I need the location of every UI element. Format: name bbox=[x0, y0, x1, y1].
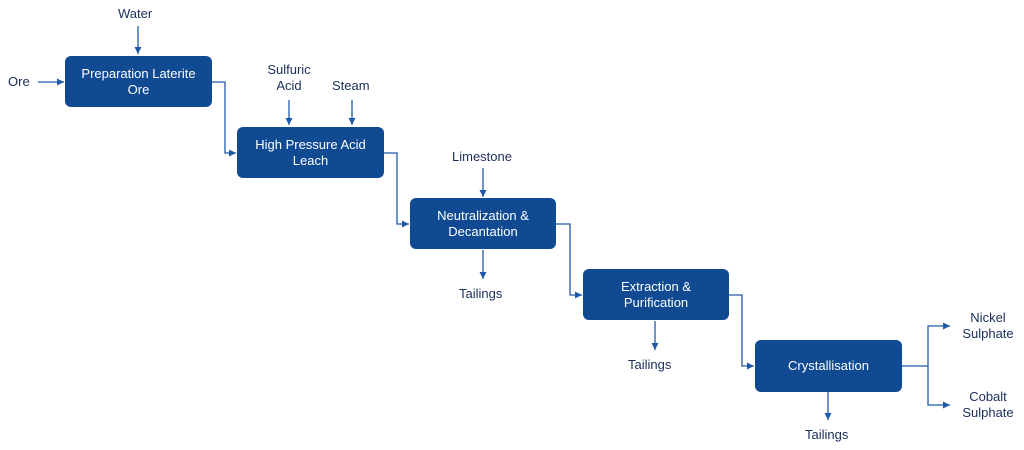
step-label-line1: Extraction & bbox=[620, 278, 692, 294]
step-label-line1: Crystallisation bbox=[788, 358, 869, 373]
crystallisation-step: Crystallisation bbox=[755, 340, 902, 392]
step-label-line1: Neutralization & bbox=[437, 207, 529, 223]
cobalt-sulphate-arrow bbox=[927, 366, 950, 409]
sulfuric-acid-line2: Acid bbox=[276, 78, 302, 93]
cobalt-sulphate-label: Cobalt Sulphate bbox=[955, 389, 1021, 421]
cobalt-sulphate-line1: Cobalt bbox=[969, 389, 1007, 404]
water-label: Water bbox=[118, 6, 153, 21]
ore-label: Ore bbox=[8, 74, 30, 89]
cobalt-sulphate-line2: Sulphate bbox=[962, 405, 1014, 420]
hpal-to-neutralization-connector bbox=[384, 152, 409, 228]
step-label-line2: Ore bbox=[127, 81, 150, 97]
step-label-line1: High Pressure Acid bbox=[255, 136, 366, 152]
step-label-line2: Leach bbox=[292, 152, 329, 168]
tailings-1-label: Tailings bbox=[459, 286, 503, 301]
extraction-purification-step: Extraction & Purification bbox=[583, 269, 729, 320]
extraction-to-crystallisation-connector bbox=[729, 294, 754, 370]
step-label-line2: Decantation bbox=[448, 223, 518, 239]
preparation-laterite-ore-step: Preparation Laterite Ore bbox=[65, 56, 212, 107]
sulfuric-acid-line1: Sulfuric bbox=[267, 62, 311, 77]
nickel-sulphate-label: Nickel Sulphate bbox=[955, 310, 1021, 342]
steam-label: Steam bbox=[332, 78, 370, 93]
neutralization-to-extraction-connector bbox=[556, 223, 582, 299]
tailings-2-label: Tailings bbox=[628, 357, 672, 372]
high-pressure-acid-leach-step: High Pressure Acid Leach bbox=[237, 127, 384, 178]
nickel-sulphate-line2: Sulphate bbox=[962, 326, 1014, 341]
limestone-label: Limestone bbox=[452, 149, 512, 164]
nickel-sulphate-arrow bbox=[927, 322, 950, 366]
neutralization-decantation-step: Neutralization & Decantation bbox=[410, 198, 556, 249]
nickel-sulphate-line1: Nickel bbox=[970, 310, 1006, 325]
step-label-line1: Preparation Laterite bbox=[81, 65, 196, 81]
tailings-3-label: Tailings bbox=[805, 427, 849, 442]
prep-to-hpal-connector bbox=[212, 81, 236, 157]
step-label-line2: Purification bbox=[623, 294, 689, 310]
sulfuric-acid-label: Sulfuric Acid bbox=[259, 62, 319, 94]
